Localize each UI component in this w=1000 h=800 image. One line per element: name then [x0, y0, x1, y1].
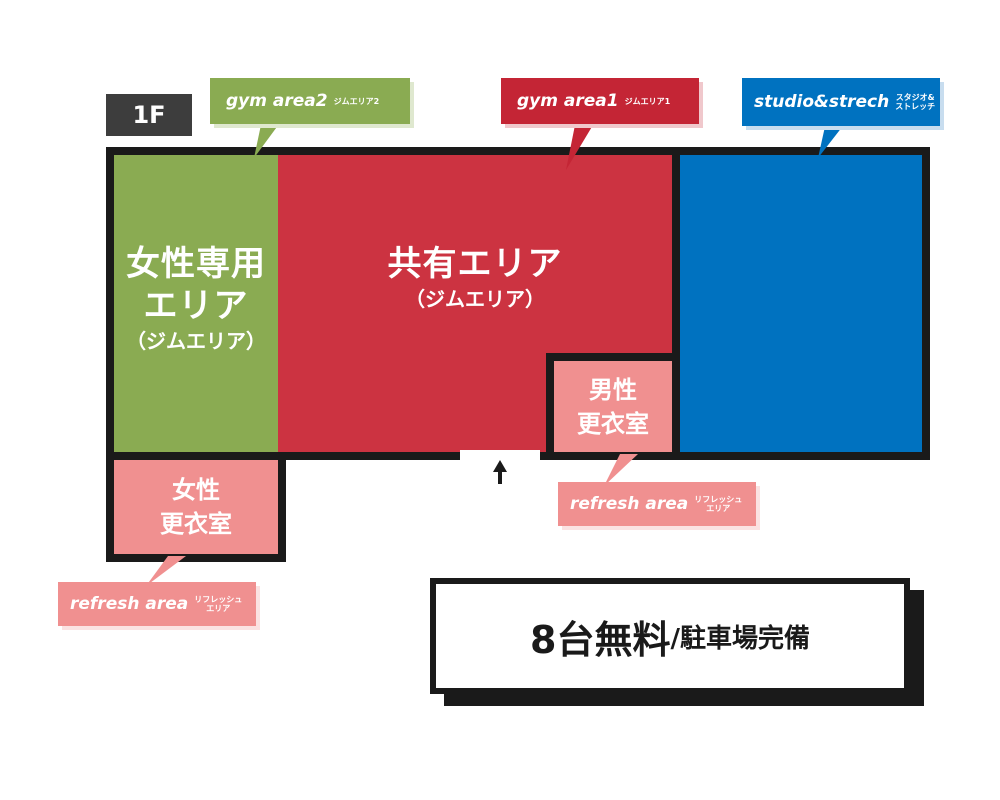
refresh-men-jp-line-1: リフレッシュ [694, 495, 743, 504]
men-locker-title-1: 男性 [589, 375, 637, 404]
women-only-title-2: エリア [143, 286, 249, 326]
studio-callout: studio&strech スタジオ& ストレッチ [742, 78, 940, 126]
men-locker-title-2: 更衣室 [577, 409, 649, 438]
parking-available-label: /駐車場完備 [670, 623, 810, 654]
gym-area1-callout: gym area1 ジムエリア1 [501, 78, 699, 124]
parking-count-label: 8台無料 [530, 617, 671, 662]
shared-area-subtitle: （ジムエリア） [405, 287, 545, 311]
gym-area2-jp-label: ジムエリア2 [333, 96, 380, 106]
women-locker-callout-pointer [146, 556, 186, 586]
refresh-women-label: refresh area [70, 594, 189, 614]
men-locker-callout-pointer [604, 454, 638, 486]
studio-jp-line-2: ストレッチ [895, 102, 936, 111]
refresh-area-women-callout: refresh area リフレッシュ エリア [58, 582, 256, 626]
studio-jp-label: スタジオ& ストレッチ [895, 93, 935, 111]
gym2-callout-pointer [254, 120, 282, 158]
studio-label: studio&strech [754, 92, 890, 112]
entrance-gap [460, 450, 540, 464]
women-locker-room: 女性 更衣室 [106, 452, 286, 562]
studio-area [672, 147, 930, 460]
gym-area2-label: gym area2 [226, 91, 328, 111]
gym-area2-callout: gym area2 ジムエリア2 [210, 78, 410, 124]
refresh-women-jp-label: リフレッシュ エリア [194, 595, 242, 613]
refresh-area-men-callout: refresh area リフレッシュ エリア [558, 482, 756, 526]
floor-label: 1F [106, 94, 192, 136]
parking-info-box: 8台無料 /駐車場完備 [430, 578, 910, 694]
gym1-callout-pointer [566, 120, 596, 170]
women-only-subtitle: （ジムエリア） [126, 329, 266, 353]
women-locker-title-1: 女性 [172, 476, 220, 504]
women-locker-title-2: 更衣室 [160, 510, 232, 538]
refresh-women-jp-line-2: エリア [206, 604, 231, 613]
studio-callout-pointer [818, 122, 846, 158]
refresh-men-jp-line-2: エリア [706, 504, 731, 513]
gym-area1-label: gym area1 [517, 91, 619, 111]
entrance-arrow-icon [493, 460, 507, 484]
shared-area-title: 共有エリア [387, 244, 563, 284]
women-only-title: 女性専用 [126, 244, 266, 284]
men-locker-room: 男性 更衣室 [546, 353, 680, 460]
refresh-women-jp-line-1: リフレッシュ [194, 595, 243, 604]
women-only-area: 女性専用 エリア （ジムエリア） [106, 147, 286, 460]
refresh-men-jp-label: リフレッシュ エリア [694, 495, 742, 513]
gym-area1-jp-label: ジムエリア1 [624, 96, 671, 106]
studio-jp-line-1: スタジオ& [895, 93, 935, 102]
refresh-men-label: refresh area [570, 494, 689, 514]
